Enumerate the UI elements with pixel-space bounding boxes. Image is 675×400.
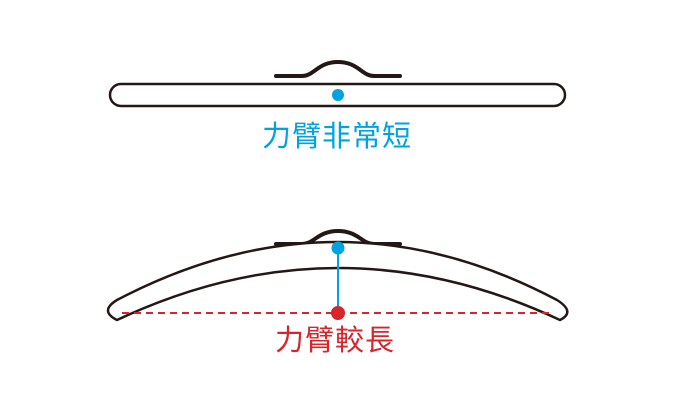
flat-plate-clip bbox=[274, 60, 402, 78]
curved-plate-pivot-point bbox=[331, 306, 345, 320]
flat-plate-pivot-point bbox=[332, 89, 344, 101]
short-lever-arm-caption: 力臂非常短 bbox=[262, 119, 413, 153]
contact-point bbox=[331, 241, 345, 255]
curved-plate-body bbox=[106, 240, 569, 322]
curved-plate-group bbox=[106, 229, 569, 322]
long-lever-arm-caption: 力臂較長 bbox=[275, 323, 396, 357]
flat-plate-group bbox=[108, 60, 567, 108]
